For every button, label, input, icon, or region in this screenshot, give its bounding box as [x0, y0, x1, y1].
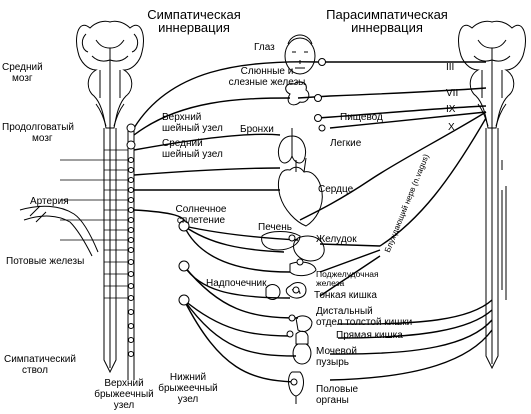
sympathetic-trunk-label-line1: Симпатический — [4, 354, 76, 365]
superior-cervical-line1: Верхний — [162, 112, 202, 123]
sympathetic-title-line1: Симпатическая — [147, 7, 241, 22]
parasympathetic-nerves — [297, 61, 493, 381]
bladder-label: Мочевой пузырь — [316, 346, 357, 368]
salivary-glands-organ — [285, 81, 310, 106]
pancreas-label-line2: железа — [316, 278, 345, 288]
solar-plexus-line1: Солнечное — [175, 204, 227, 215]
medulla-label-line1: Продолговатый — [2, 122, 74, 133]
pancreas-organ — [289, 261, 317, 277]
adrenal-label: Надпочечник — [206, 278, 267, 289]
chain-ganglia — [128, 157, 134, 357]
superior-mesenteric-label: Верхний брыжеечный узел — [94, 378, 154, 411]
genitals-label-line1: Половые — [316, 384, 359, 395]
inferior-mesenteric-label: Нижний брыжеечный узел — [158, 372, 218, 405]
pancreas-label: Поджелудочная железа — [316, 270, 379, 288]
cranial-nerve-vii-label: VII — [446, 88, 459, 99]
parasympathetic-title-line2: иннервация — [351, 20, 423, 35]
bladder-label-line2: пузырь — [316, 357, 349, 368]
cranial-nerve-ix-label: IX — [446, 104, 456, 115]
heart-label: Сердце — [318, 184, 354, 195]
artery-label: Артерия — [30, 196, 69, 207]
middle-cervical-label: Средний шейный узел — [162, 138, 223, 160]
lungs-organ — [278, 128, 306, 164]
artery-drawing — [19, 205, 99, 257]
liver-organ — [261, 231, 301, 251]
rectum-organ — [295, 330, 309, 345]
salivary-label: Слюнные и слезные железы — [222, 66, 312, 88]
middle-cervical-line1: Средний — [162, 138, 203, 149]
bronchi-label: Бронхи — [240, 124, 274, 135]
right-brain-drawing — [458, 20, 526, 129]
midbrain-label-line1: Средний — [2, 62, 43, 73]
cranial-nerve-x-label: X — [448, 122, 455, 133]
midbrain-label: Средний мозг — [2, 62, 43, 84]
sympathetic-title: Симпатическая иннервация — [134, 8, 254, 34]
left-spinal-cord — [103, 128, 117, 374]
left-brain-drawing — [76, 20, 144, 129]
midbrain-label-line2: мозг — [12, 73, 33, 84]
lungs-label: Легкие — [330, 138, 362, 149]
superior-mesenteric-line2: брыжеечный — [94, 389, 154, 400]
liver-label: Печень — [258, 222, 292, 233]
cranial-nerve-iii-label: III — [446, 62, 455, 73]
small-intestine-label: Тонкая кишка — [314, 290, 377, 301]
adrenal-organ — [265, 284, 281, 300]
right-spinal-cord — [485, 128, 507, 370]
salivary-label-line1: Слюнные и — [240, 66, 294, 77]
esophagus-label: Пищевод — [340, 112, 383, 123]
superior-mesenteric-line3: узел — [113, 400, 135, 411]
medulla-label: Продолговатый мозг — [2, 122, 74, 144]
genitals-label: Половые органы — [316, 384, 358, 406]
ganglia-markers — [126, 58, 326, 386]
stomach-label: Желудок — [316, 234, 357, 245]
inferior-mesenteric-line1: Нижний — [169, 372, 207, 383]
distal-colon-label-line1: Дистальный — [316, 306, 373, 317]
distal-colon-label: Дистальный отдел толстой кишки — [316, 306, 412, 328]
genitals-organ — [288, 371, 304, 404]
medulla-label-line2: мозг — [32, 133, 53, 144]
sympathetic-trunk-label: Симпатический ствол — [4, 354, 76, 376]
bladder-organ — [292, 343, 312, 365]
eye-label: Глаз — [254, 42, 275, 53]
stomach-organ — [293, 235, 325, 262]
eye-organ — [284, 34, 316, 75]
parasympathetic-title-line1: Парасимпатическая — [326, 7, 448, 22]
genitals-label-line2: органы — [316, 395, 349, 406]
distal-colon-label-line2: отдел толстой кишки — [316, 317, 413, 328]
bladder-label-line1: Мочевой — [316, 346, 357, 357]
rectum-label: Прямая кишка — [336, 330, 403, 341]
spinal-rami — [60, 149, 128, 299]
salivary-label-line2: слезные железы — [228, 77, 306, 88]
sympathetic-trunk-label-line2: ствол — [22, 365, 48, 376]
inferior-mesenteric-line3: узел — [177, 394, 199, 405]
sweat-glands-label: Потовые железы — [6, 256, 85, 267]
sympathetic-title-line2: иннервация — [158, 20, 230, 35]
superior-mesenteric-line1: Верхний — [104, 378, 144, 389]
parasympathetic-title: Парасимпатическая иннервация — [312, 8, 462, 34]
solar-plexus-line2: сплетение — [176, 215, 226, 226]
solar-plexus-label: Солнечное сплетение — [166, 204, 236, 226]
pancreas-label-line1: Поджелудочная — [316, 269, 379, 279]
inferior-mesenteric-line2: брыжеечный — [158, 383, 218, 394]
middle-cervical-line2: шейный узел — [162, 149, 223, 160]
superior-cervical-line2: шейный узел — [162, 123, 223, 134]
superior-cervical-label: Верхний шейный узел — [162, 112, 223, 134]
heart-organ — [277, 157, 323, 227]
colon-organ — [295, 315, 313, 333]
sympathetic-nerves — [133, 61, 319, 383]
